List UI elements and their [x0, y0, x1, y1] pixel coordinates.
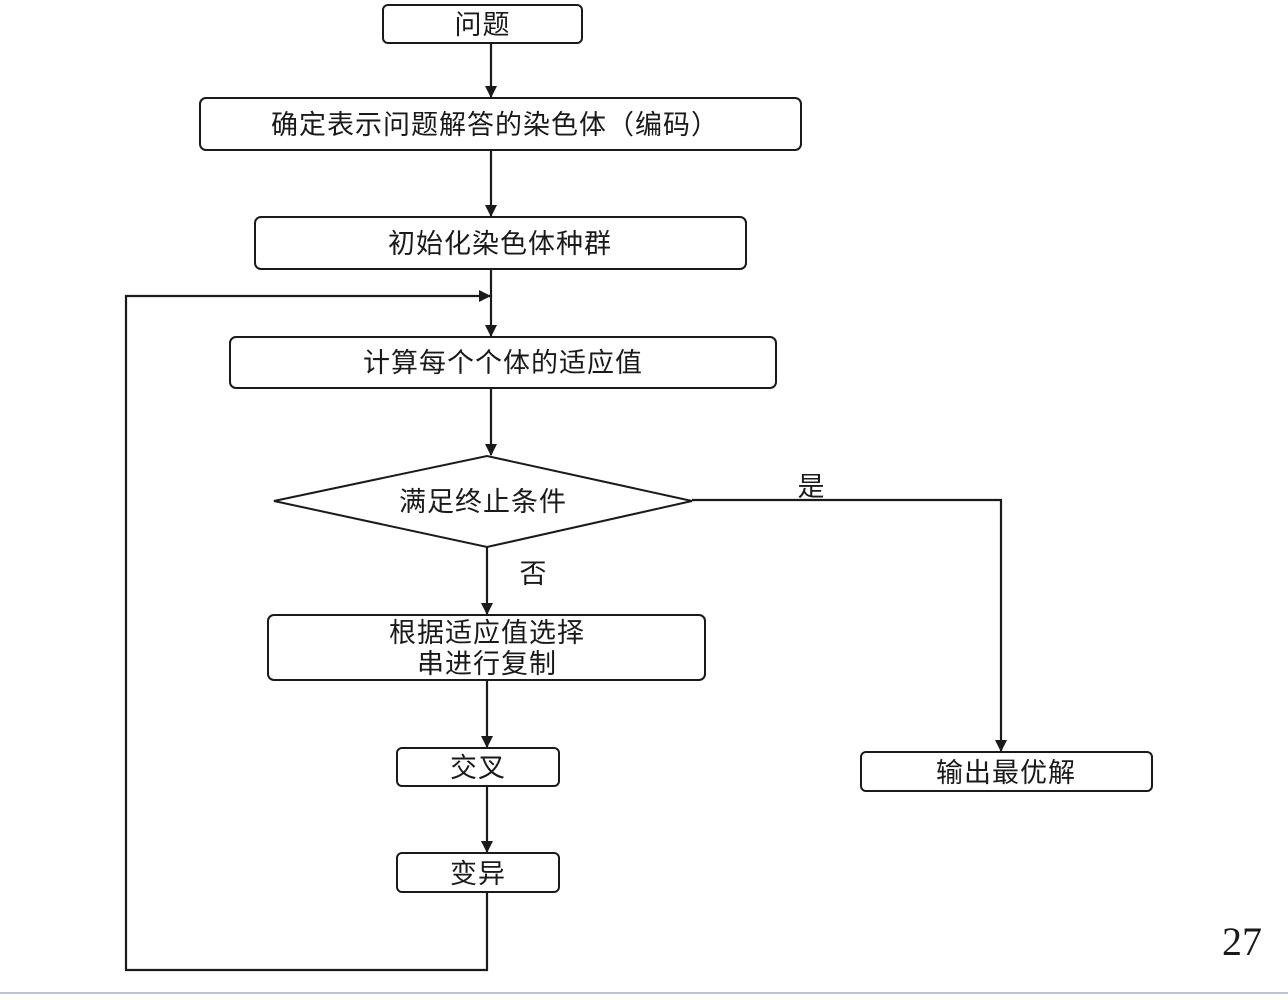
- edge-terminate-to-output: [692, 498, 1007, 752]
- node-crossover: 交叉: [396, 747, 560, 787]
- node-mutation-label: 变异: [450, 859, 506, 890]
- node-fitness: 计算每个个体的适应值: [229, 336, 777, 389]
- node-fitness-label: 计算每个个体的适应值: [363, 348, 643, 379]
- edge-label-yes: 是: [798, 472, 825, 503]
- page-number: 27: [1222, 919, 1262, 964]
- node-select-label-line1: 根据适应值选择: [389, 618, 585, 649]
- node-select-label-line2: 串进行复制: [417, 649, 557, 680]
- node-select: 根据适应值选择 串进行复制: [267, 614, 706, 681]
- node-init-label: 初始化染色体种群: [388, 229, 612, 260]
- node-output: 输出最优解: [860, 751, 1153, 792]
- node-mutation: 变异: [396, 852, 560, 893]
- node-terminate-label: 满足终止条件: [399, 487, 567, 518]
- node-encode-label: 确定表示问题解答的染色体（编码）: [271, 110, 719, 141]
- node-problem: 问题: [382, 4, 583, 44]
- edge-label-no: 否: [520, 559, 547, 590]
- bottom-divider: [0, 992, 1288, 994]
- node-init: 初始化染色体种群: [254, 216, 747, 270]
- node-encode: 确定表示问题解答的染色体（编码）: [199, 97, 802, 151]
- node-problem-label: 问题: [455, 10, 511, 41]
- node-crossover-label: 交叉: [450, 753, 506, 784]
- node-terminate: 满足终止条件: [273, 454, 693, 549]
- node-output-label: 输出最优解: [936, 758, 1076, 789]
- edge-mutation-loop-back: [124, 290, 491, 972]
